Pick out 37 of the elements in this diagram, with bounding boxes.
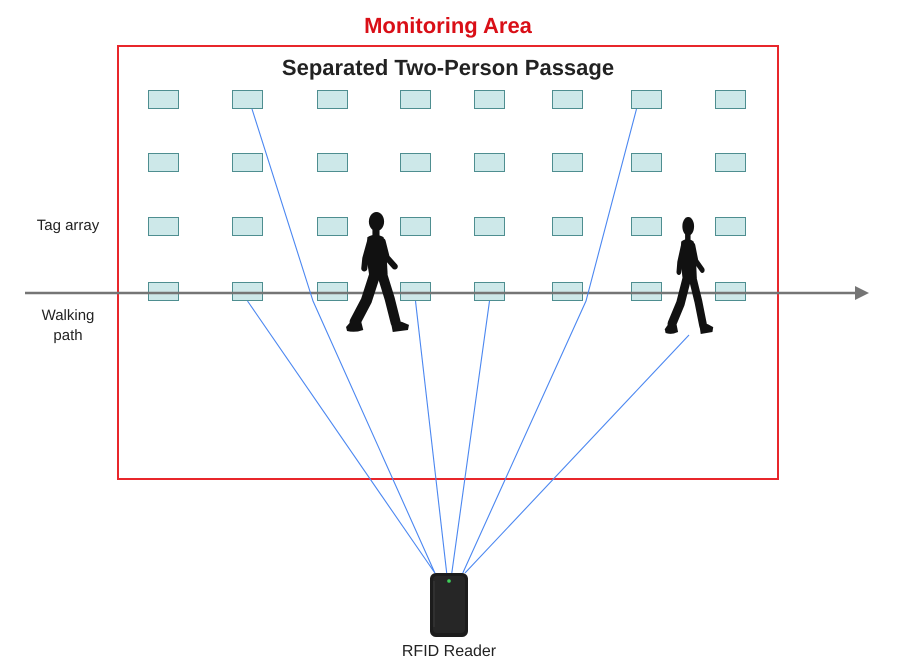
rfid-tag xyxy=(631,217,662,236)
rfid-tag xyxy=(317,153,348,172)
rfid-tag xyxy=(400,153,431,172)
rfid-tag xyxy=(474,217,505,236)
rfid-tag xyxy=(232,90,263,109)
rfid-tag xyxy=(631,153,662,172)
rfid-tag xyxy=(400,217,431,236)
rfid-tag xyxy=(317,90,348,109)
rfid-tag xyxy=(552,217,583,236)
side-label: Walking path xyxy=(40,306,96,346)
rfid-tag xyxy=(232,153,263,172)
rfid-tag xyxy=(715,153,746,172)
area-title: Monitoring Area xyxy=(364,13,532,39)
rfid-tag xyxy=(715,90,746,109)
device-label: RFID Reader xyxy=(402,642,496,662)
signal-line xyxy=(462,108,638,574)
rfid-tag xyxy=(400,90,431,109)
side-label: Tag array xyxy=(36,216,100,236)
signal-line xyxy=(251,108,436,574)
signal-line xyxy=(464,334,690,574)
rfid-tag xyxy=(715,217,746,236)
rfid-tag xyxy=(148,217,179,236)
signal-line xyxy=(414,300,448,574)
rfid-tag xyxy=(552,153,583,172)
walking-person-silhouette xyxy=(345,212,410,333)
signal-line xyxy=(451,300,490,574)
rfid-tag xyxy=(148,153,179,172)
rfid-tag xyxy=(317,217,348,236)
rfid-tag xyxy=(148,90,179,109)
rfid-tag xyxy=(552,90,583,109)
rfid-tag xyxy=(474,90,505,109)
rfid-tag xyxy=(474,153,505,172)
signal-line xyxy=(247,300,436,574)
rfid-tag xyxy=(232,217,263,236)
rfid-tag xyxy=(631,90,662,109)
walking-person-silhouette xyxy=(664,217,714,335)
area-heading: Separated Two-Person Passage xyxy=(282,55,614,81)
